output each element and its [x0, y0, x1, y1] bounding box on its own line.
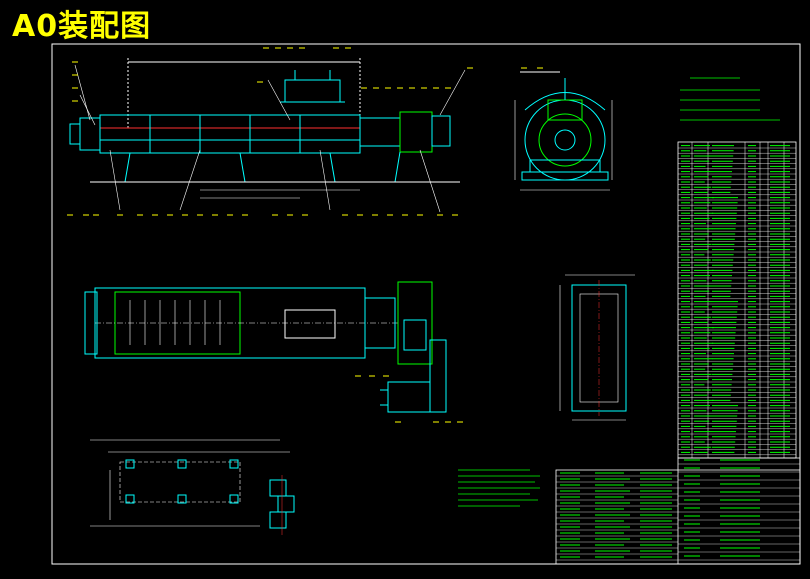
section-view [559, 274, 635, 421]
drawing-title: A0装配图 [12, 9, 152, 44]
title-block [555, 457, 801, 565]
foundation-plan [90, 439, 295, 535]
technical-parameters [680, 77, 780, 121]
side-end-view [514, 71, 613, 191]
item-number-marks [67, 47, 543, 423]
sheet-border [51, 43, 801, 565]
main-elevation-view [69, 58, 466, 213]
parts-list-table [677, 141, 797, 459]
technical-notes [458, 469, 540, 507]
plan-view [84, 281, 447, 413]
